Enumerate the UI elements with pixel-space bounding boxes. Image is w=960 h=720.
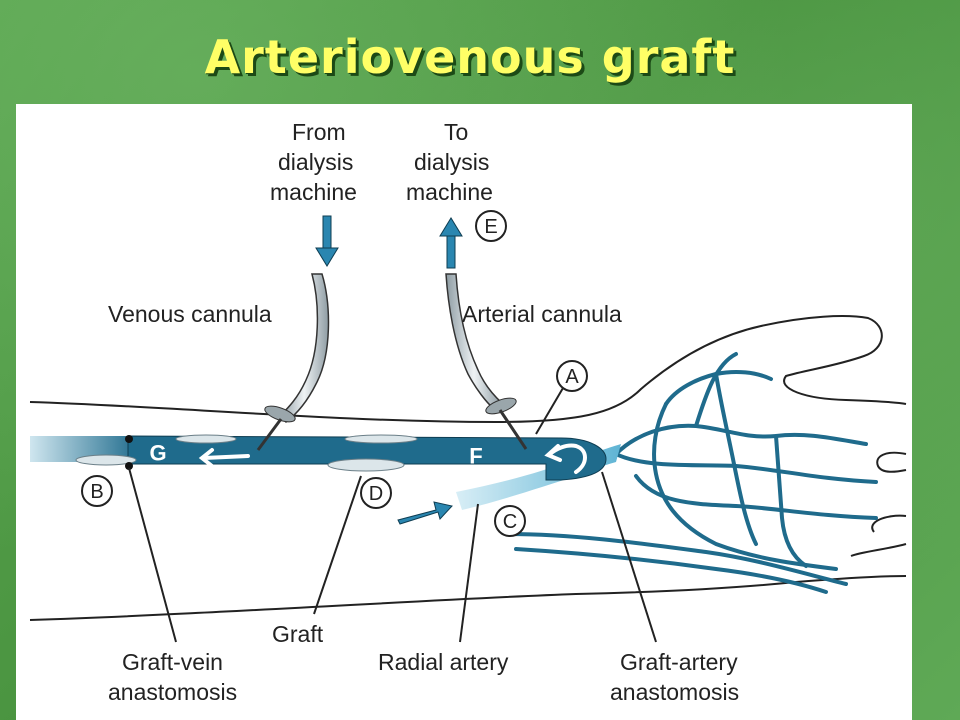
marker-e: E bbox=[484, 216, 497, 238]
label-to-machine-1: To bbox=[444, 119, 468, 145]
marker-a: A bbox=[565, 366, 579, 388]
label-to-machine-2: dialysis bbox=[414, 149, 489, 175]
marker-a-badge: A bbox=[556, 360, 588, 392]
leader-lines bbox=[128, 387, 657, 643]
label-graft-vein-1: Graft-vein bbox=[122, 649, 223, 675]
marker-d: D bbox=[369, 483, 383, 505]
marker-c: C bbox=[503, 511, 517, 533]
marker-g: G bbox=[149, 441, 166, 466]
label-graft-artery-1: Graft-artery bbox=[620, 649, 738, 675]
flow-arrow-graft bbox=[198, 448, 250, 468]
flow-arrow-curve bbox=[544, 443, 587, 474]
label-to-machine-3: machine bbox=[406, 179, 493, 205]
label-from-machine-1: From bbox=[292, 119, 346, 145]
slide-title: Arteriovenous graft bbox=[204, 30, 736, 84]
label-radial-artery: Radial artery bbox=[378, 649, 509, 675]
marker-e-badge: E bbox=[475, 210, 507, 242]
label-graft-artery-2: anastomosis bbox=[610, 679, 739, 705]
marker-b-badge: B bbox=[81, 475, 113, 507]
arrow-to-machine bbox=[439, 217, 463, 269]
label-graft-vein-2: anastomosis bbox=[108, 679, 237, 705]
graft-lenses bbox=[75, 434, 418, 472]
graft-tube bbox=[127, 435, 607, 481]
venous-cannula bbox=[256, 273, 330, 451]
marker-d-badge: D bbox=[360, 477, 392, 509]
label-graft: Graft bbox=[272, 621, 324, 647]
av-graft-diagram: G F From dialysis machine To di bbox=[29, 119, 907, 705]
anastomosis-dot bbox=[125, 435, 133, 443]
arterial-cannula bbox=[445, 273, 528, 450]
marker-b: B bbox=[90, 481, 103, 503]
arrow-from-machine bbox=[315, 215, 339, 267]
label-from-machine-2: dialysis bbox=[278, 149, 353, 175]
marker-f: F bbox=[469, 444, 482, 469]
anastomosis-dot bbox=[125, 462, 133, 470]
label-venous-cannula: Venous cannula bbox=[108, 301, 272, 327]
diagram-panel: G F From dialysis machine To di bbox=[16, 104, 912, 720]
hand-veins bbox=[504, 352, 878, 594]
label-arterial-cannula: Arterial cannula bbox=[462, 301, 622, 327]
arrow-into-artery bbox=[397, 501, 453, 525]
label-from-machine-3: machine bbox=[270, 179, 357, 205]
marker-c-badge: C bbox=[494, 505, 526, 537]
